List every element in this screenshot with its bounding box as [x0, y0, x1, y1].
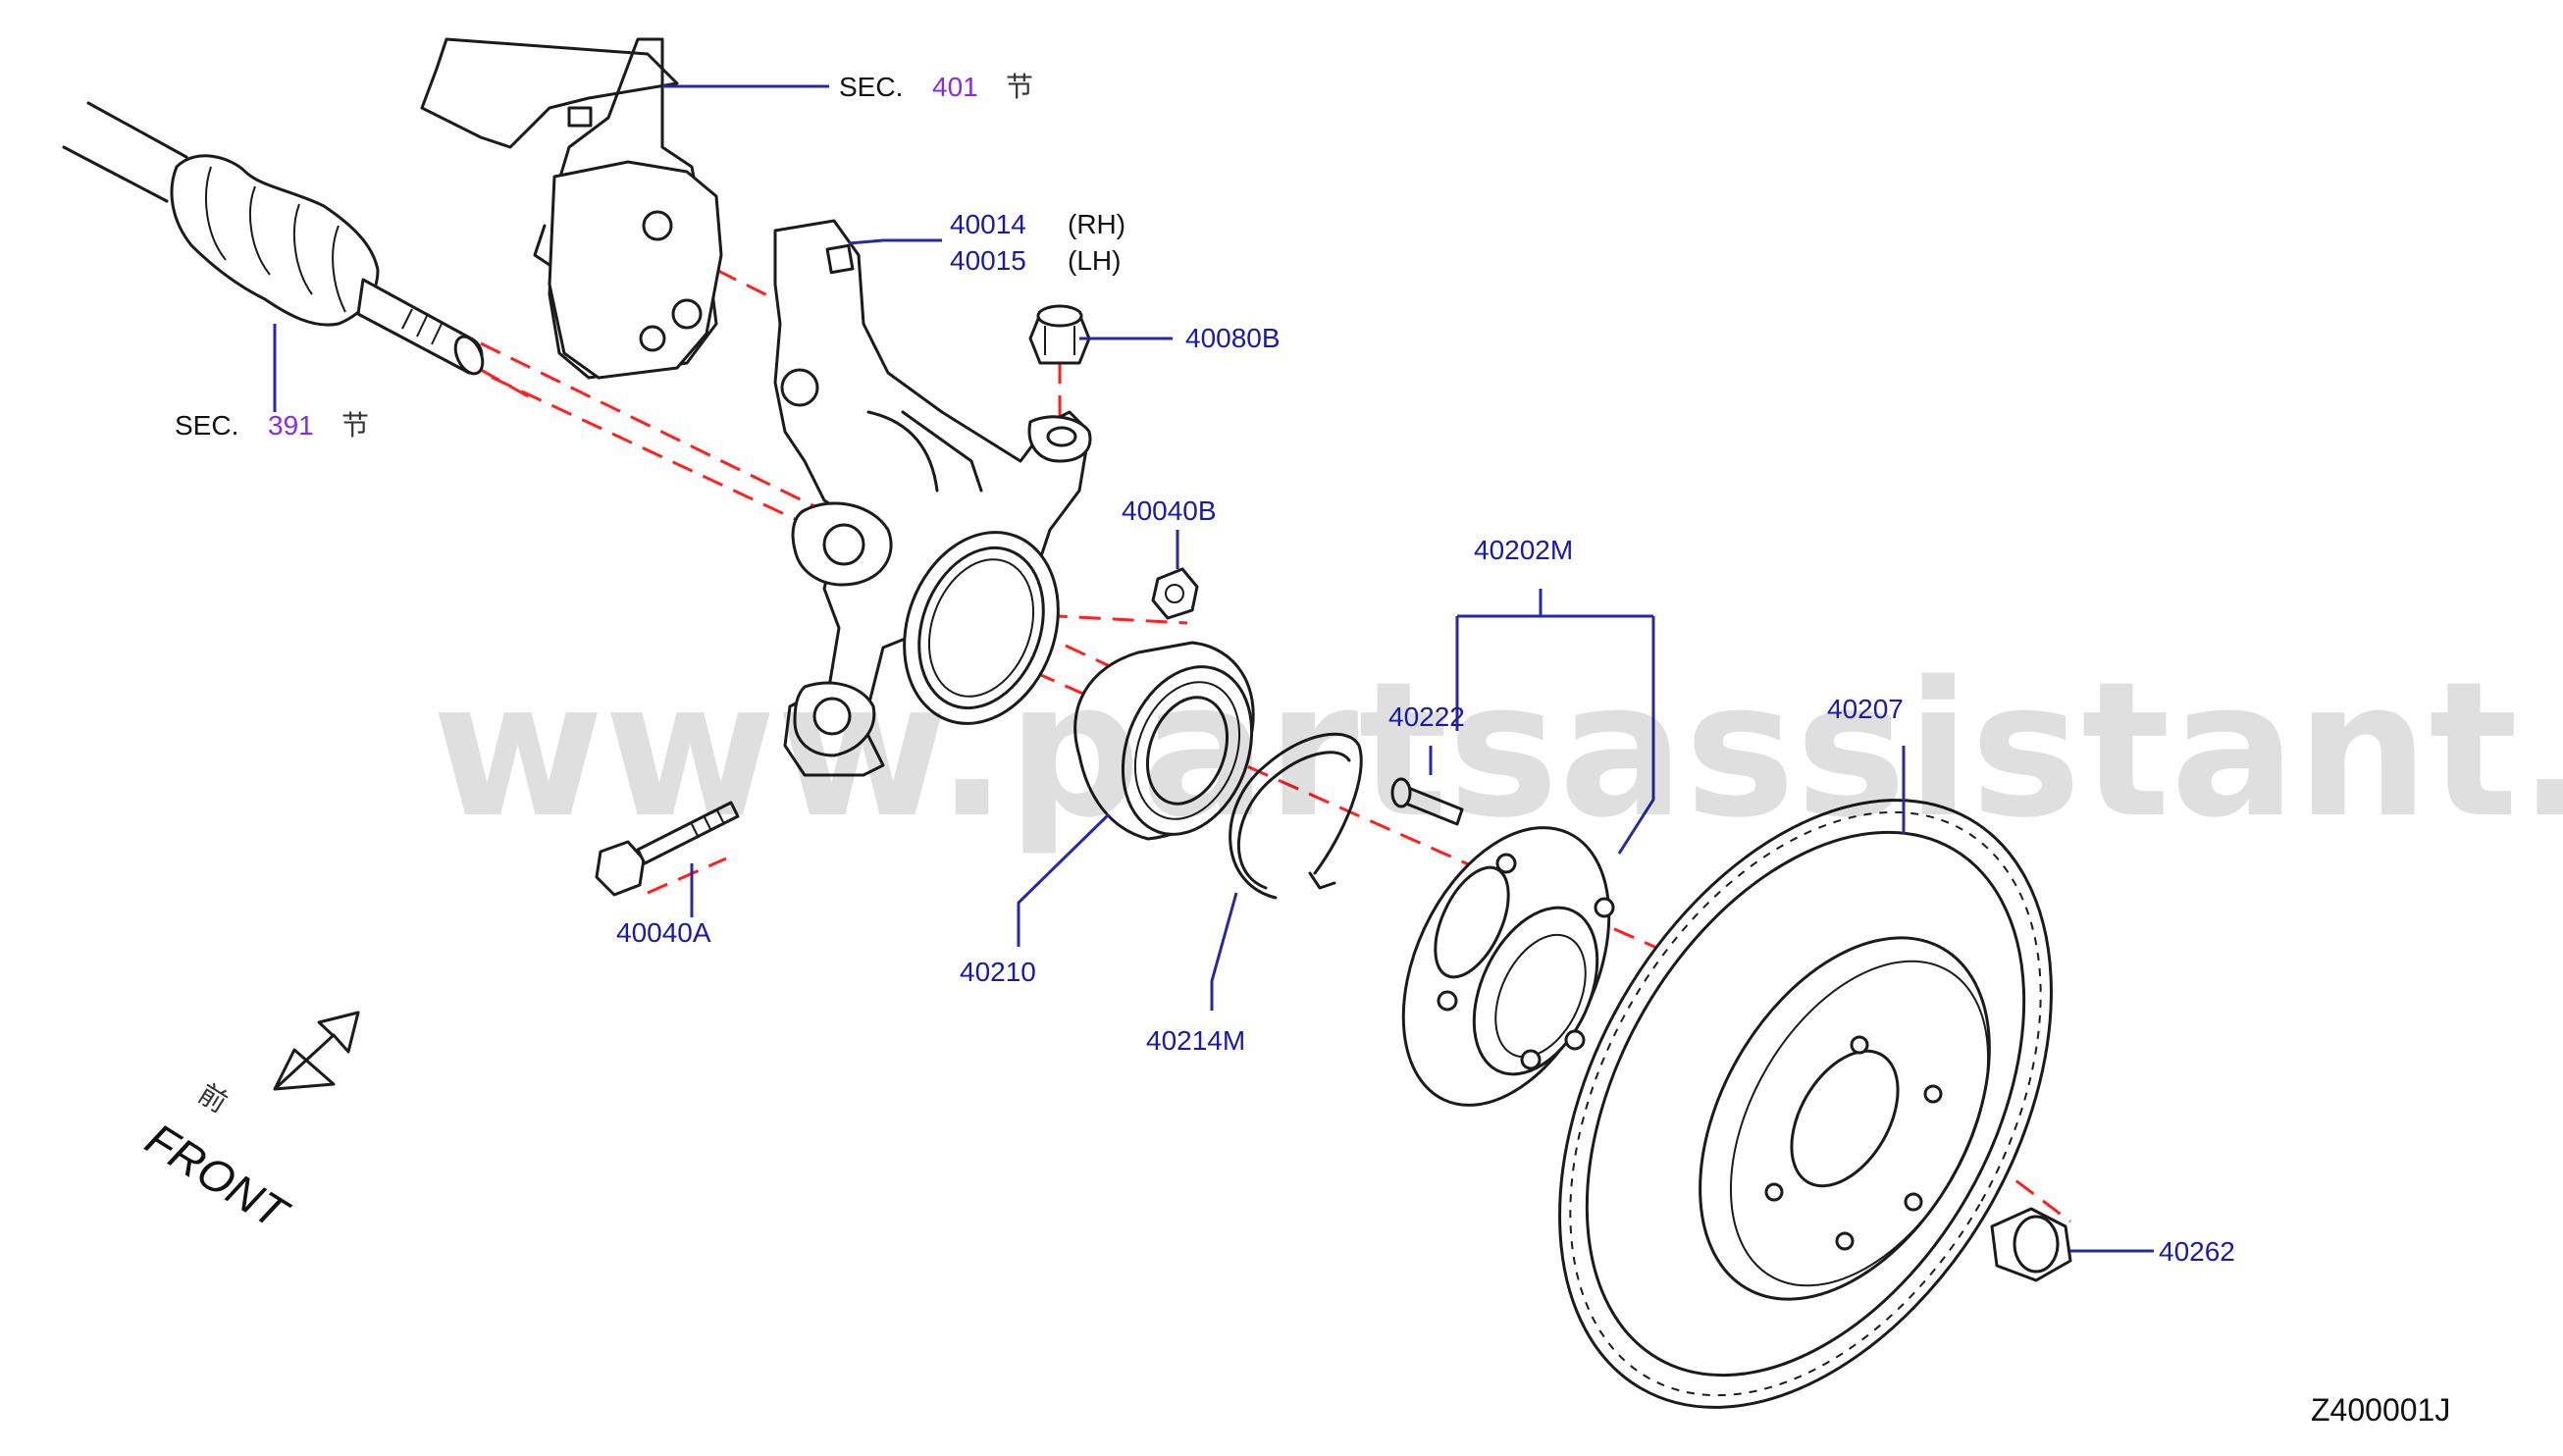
sec-391-suffix: 节 — [341, 409, 369, 442]
wheel-bearing-40210 — [1073, 641, 1255, 841]
reference-label-sec-391: SEC. 391 节 — [175, 409, 369, 442]
hub-bolt-40222 — [1390, 777, 1464, 826]
front-direction-arrow — [273, 1011, 360, 1091]
part-label-40015[interactable]: 40015 — [950, 245, 1026, 276]
brake-rotor-40207 — [1558, 799, 2053, 1409]
part-side-lh: (LH) — [1068, 245, 1121, 276]
part-label-40040b[interactable]: 40040B — [1122, 495, 1217, 526]
drive-shaft — [62, 101, 485, 376]
diagram-code: Z400001J — [2311, 1392, 2450, 1428]
leader-lines — [273, 84, 2154, 1253]
reference-label-sec-401: SEC. 401 节 — [839, 71, 1033, 103]
bolt-40040a — [595, 801, 740, 897]
part-label-40214m[interactable]: 40214M — [1146, 1025, 1245, 1056]
strut-assembly — [420, 37, 723, 380]
hub-nut-40262 — [1990, 1207, 2072, 1282]
sec-401-suffix: 节 — [1006, 71, 1033, 103]
sec-391-number[interactable]: 391 — [268, 410, 314, 441]
part-label-40210[interactable]: 40210 — [960, 957, 1036, 987]
snap-ring-40214m — [1229, 732, 1363, 900]
front-label: FRONT — [137, 1113, 298, 1240]
part-label-40222[interactable]: 40222 — [1388, 702, 1465, 732]
steering-knuckle — [773, 219, 1092, 777]
nut-40040b — [1151, 567, 1199, 620]
wheel-hub-40202m — [1401, 826, 1615, 1107]
sec-401-number[interactable]: 401 — [932, 72, 978, 102]
front-cjk-label: 前 — [192, 1077, 233, 1119]
part-label-40207[interactable]: 40207 — [1827, 694, 1904, 724]
part-label-40202m[interactable]: 40202M — [1474, 535, 1573, 565]
part-side-rh: (RH) — [1068, 209, 1125, 239]
sec-391-prefix: SEC. — [175, 410, 238, 441]
part-label-40040a[interactable]: 40040A — [616, 917, 711, 948]
bolt-40080b — [1028, 304, 1091, 365]
part-label-40080b[interactable]: 40080B — [1185, 323, 1281, 353]
sec-401-prefix: SEC. — [839, 72, 903, 102]
watermark: www.partsassistant.com — [432, 642, 2563, 858]
part-label-40014[interactable]: 40014 — [950, 209, 1026, 239]
part-label-40262[interactable]: 40262 — [2159, 1236, 2235, 1267]
